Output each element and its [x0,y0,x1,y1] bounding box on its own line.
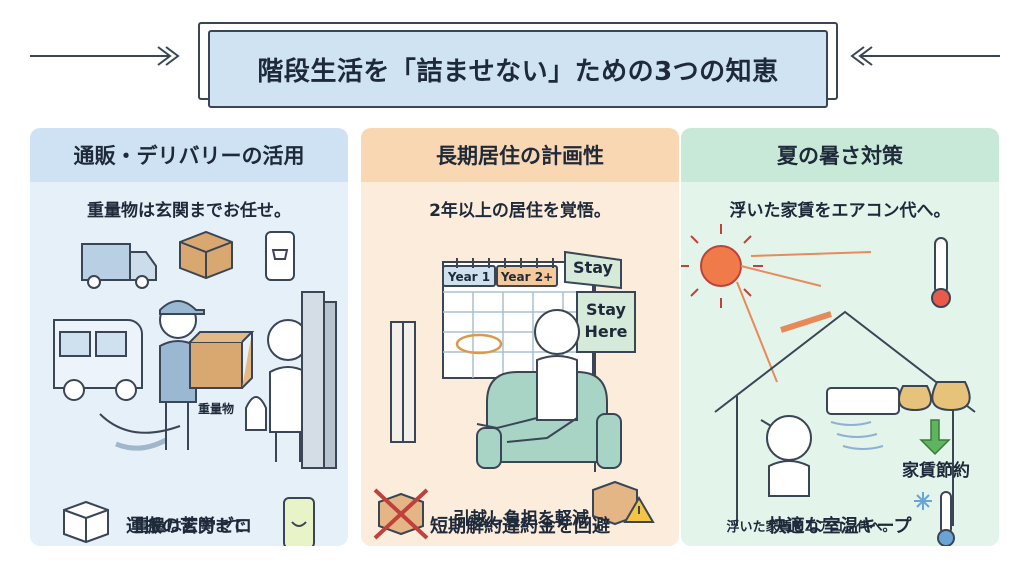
left-arrow-icon [30,46,180,66]
right-arrow-icon [850,46,1000,66]
calendar-tab-year1: Year 1 [447,270,491,284]
warning-box-icon [592,480,655,526]
window [390,321,416,443]
heavy-box [189,331,255,389]
caption-line-2: 短期解約違約金を回避 [430,516,610,537]
box-icon-bottom [63,500,109,544]
card-summer: 夏の暑さ対策 浮いた家賃をエアコン代へ。 [681,128,999,546]
card-body: 2年以上の居住を覚悟。 [361,182,679,546]
courier-figure [159,300,205,450]
caption-line-2: 快適な室温キープ [768,516,912,537]
door [301,291,337,469]
caption-line-1: 引越し負担を軽減 [453,509,589,529]
delivery-van-icon [53,319,143,401]
title-box: 階段生活を「詰ませない」ための3つの知恵 [208,30,828,108]
sign-bottom-label-1: Stay [586,300,626,319]
no-moving-icon [373,488,429,540]
cool-thermometer-icon [937,491,955,546]
small-van-icon [81,243,157,289]
sign-top-label: Stay [573,258,613,277]
title-banner: 階段生活を「詰ませない」ための3つの知恵 [198,22,838,108]
card-subtitle: 浮いた家賃をエアコン代へ。 [729,201,951,221]
phone-cart-icon [265,231,295,281]
card-delivery: 通販・デリバリーの活用 重量物は玄関までお任せ。 [30,128,348,546]
box-label: 重量物 [197,402,234,416]
caption-line-1: 重量は玄関まで [133,516,246,535]
caption-line-2: 運搬の苦労ゼロ [126,516,252,537]
house [714,310,976,526]
card-body: 浮いた家賃をエアコン代へ。 [681,182,999,546]
card-subtitle: 2年以上の居住を覚悟。 [429,201,611,221]
summer-illustration [681,224,976,546]
hot-person-figure [760,415,812,497]
sun-icon [681,224,763,308]
down-arrow-icon [919,419,951,456]
sign-bottom-label-2: Here [584,322,628,341]
stay-sign [564,250,636,472]
savings-label: 家賃節約 [902,461,970,481]
snowflake-icon [914,492,932,510]
money-bag-icon [898,381,971,412]
card-long-term: 長期居住の計画性 2年以上の居住を覚悟。 [361,128,679,546]
thermometer-icon [931,237,951,308]
card-body: 重量物は玄関までお任せ。 [30,182,348,546]
calendar-illustration [373,250,655,540]
phone-smile-icon [283,497,315,546]
card-heading: 長期居住の計画性 [361,128,679,182]
calendar-tab-year2: Year 2+ [500,270,554,284]
delivery-illustration [53,230,337,546]
card-heading: 通販・デリバリーの活用 [30,128,348,182]
air-conditioner-icon [826,387,900,450]
seated-person [476,309,580,443]
page-title: 階段生活を「詰ませない」ための3つの知恵 [257,56,779,87]
card-subtitle: 重量物は玄関までお任せ。 [87,201,291,221]
resident-figure [245,319,309,462]
card-heading: 夏の暑さ対策 [681,128,999,182]
box-icon [179,230,233,280]
caption-small: 浮いた家賃をエアコン代へ。 [726,520,896,535]
